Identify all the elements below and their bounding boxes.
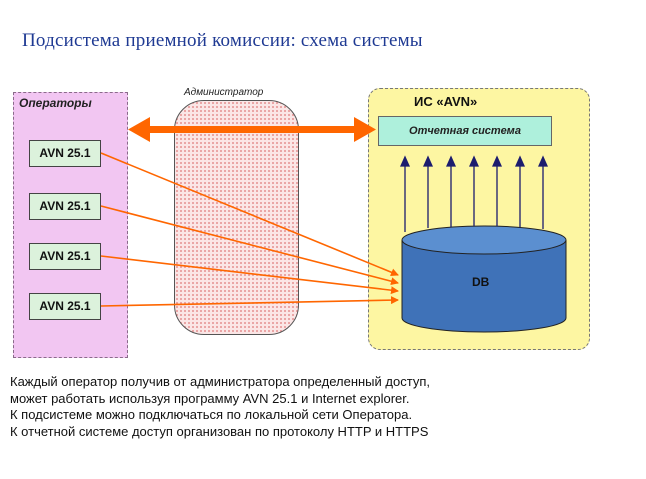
- access-double-arrow: [128, 117, 376, 142]
- db-label: DB: [472, 275, 490, 289]
- client-to-db-connectors: [100, 152, 399, 307]
- description-line-1: Каждый оператор получив от администратор…: [10, 374, 430, 389]
- avn-client-4: AVN 25.1: [29, 293, 101, 320]
- description-line-4: К отчетной системе доступ организован по…: [10, 423, 429, 439]
- operators-label: Операторы: [19, 96, 92, 110]
- report-system-box: Отчетная система: [378, 116, 552, 146]
- description-text: Каждый оператор получив от администратор…: [10, 374, 640, 440]
- administrator-label: Администратор: [184, 87, 264, 98]
- description-line-3: К подсистеме можно подключаться по локал…: [10, 407, 413, 422]
- description-line-2: может работать используя программу AVN 2…: [10, 390, 410, 406]
- db-to-report-arrows: [399, 155, 549, 232]
- avn-client-2: AVN 25.1: [29, 193, 101, 220]
- avn-client-3: AVN 25.1: [29, 243, 101, 270]
- administrator-zone: [174, 100, 299, 335]
- page-title: Подсистема приемной комиссии: схема сист…: [22, 30, 423, 51]
- avn-client-1: AVN 25.1: [29, 140, 101, 167]
- is-avn-label: ИС «AVN»: [414, 94, 478, 109]
- database-cylinder: [401, 225, 567, 333]
